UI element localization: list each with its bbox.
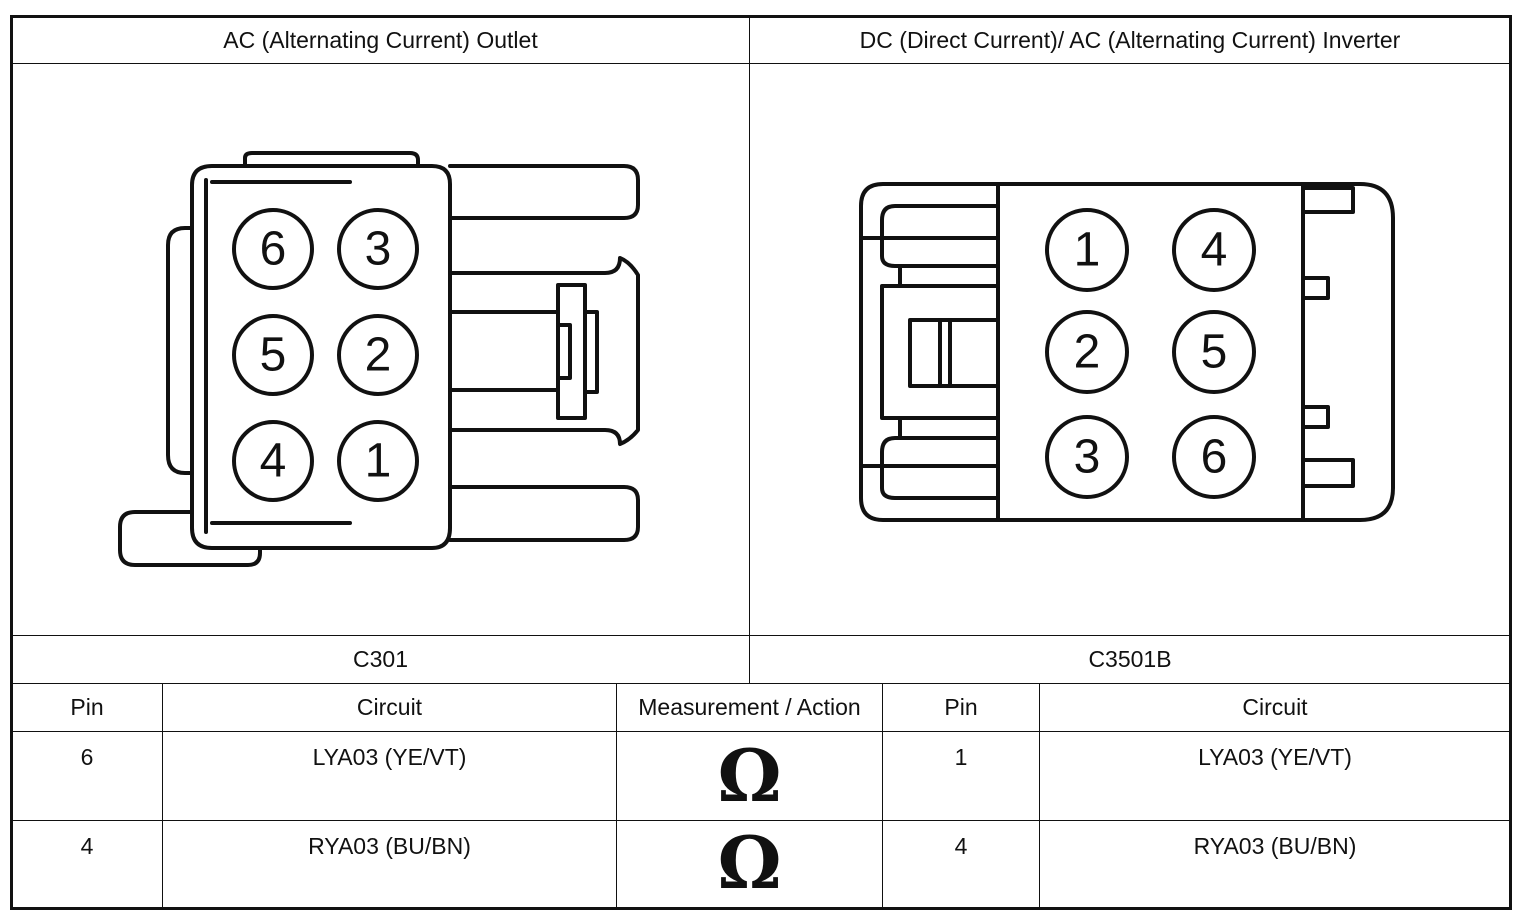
pin-circle-c301-5: 4 <box>232 420 314 502</box>
pin-label: 1 <box>1074 224 1101 277</box>
col-divider-1 <box>162 683 163 907</box>
pin-circle-c3501b-1: 1 <box>1045 208 1129 292</box>
table-header-divider <box>12 731 1510 732</box>
pin-circle-c3501b-6: 6 <box>1172 415 1256 499</box>
row-divider <box>12 820 1510 821</box>
pin-label: 6 <box>1201 431 1228 484</box>
cell-circuit-a: LYA03 (YE/VT) <box>312 744 467 770</box>
cell-pin-b: 1 <box>954 744 968 770</box>
pin-circle-c301-3: 5 <box>232 314 314 396</box>
column-header-pin-b: Pin <box>944 694 978 720</box>
cell-circuit-b: LYA03 (YE/VT) <box>1198 744 1352 770</box>
connector-id-left: C301 <box>353 646 408 672</box>
cell-pin-b: 4 <box>954 833 968 859</box>
column-header-pin-a: Pin <box>70 694 104 720</box>
col-divider-4 <box>1039 683 1040 907</box>
pin-circle-c301-1: 6 <box>232 208 314 290</box>
cell-pin-a: 6 <box>80 744 94 770</box>
ohm-icon: Ω <box>717 733 782 818</box>
connector-c3501b-diagram: 1 4 2 5 3 6 <box>859 182 1395 522</box>
column-header-action: Measurement / Action <box>638 694 861 720</box>
pin-label: 5 <box>260 329 287 382</box>
pin-label: 2 <box>1074 326 1101 379</box>
col-divider-2 <box>616 683 617 907</box>
cell-circuit-a: RYA03 (BU/BN) <box>308 833 471 859</box>
col-divider-3 <box>882 683 883 907</box>
pinout-frame <box>10 15 1512 910</box>
pin-label: 5 <box>1201 326 1228 379</box>
connector-c301-diagram: 6 3 5 2 4 1 <box>118 151 640 567</box>
column-header-circuit-a: Circuit <box>356 694 423 720</box>
pin-circle-c301-2: 3 <box>337 208 419 290</box>
pin-label: 1 <box>365 435 392 488</box>
pin-circle-c301-4: 2 <box>337 314 419 396</box>
pin-label: 6 <box>260 223 287 276</box>
pin-label: 2 <box>365 329 392 382</box>
header-divider <box>12 63 1510 64</box>
pin-label: 3 <box>1074 431 1101 484</box>
cell-pin-a: 4 <box>80 833 94 859</box>
pin-circle-c3501b-5: 3 <box>1045 415 1129 499</box>
center-divider <box>749 17 750 684</box>
header-right: DC (Direct Current)/ AC (Alternating Cur… <box>859 26 1401 53</box>
connector-id-right: C3501B <box>1088 646 1172 672</box>
diagram-divider <box>12 635 1510 636</box>
pin-circle-c301-6: 1 <box>337 420 419 502</box>
cell-circuit-b: RYA03 (BU/BN) <box>1193 833 1357 859</box>
pin-label: 4 <box>1201 224 1228 277</box>
column-header-circuit-b: Circuit <box>1242 694 1308 720</box>
pin-circle-c3501b-3: 2 <box>1045 310 1129 394</box>
pin-label: 3 <box>365 223 392 276</box>
header-left: AC (Alternating Current) Outlet <box>223 26 538 53</box>
pin-circle-c3501b-2: 4 <box>1172 208 1256 292</box>
pin-circle-c3501b-4: 5 <box>1172 310 1256 394</box>
id-divider <box>12 683 1510 684</box>
ohm-icon: Ω <box>717 820 782 905</box>
pin-label: 4 <box>260 435 287 488</box>
